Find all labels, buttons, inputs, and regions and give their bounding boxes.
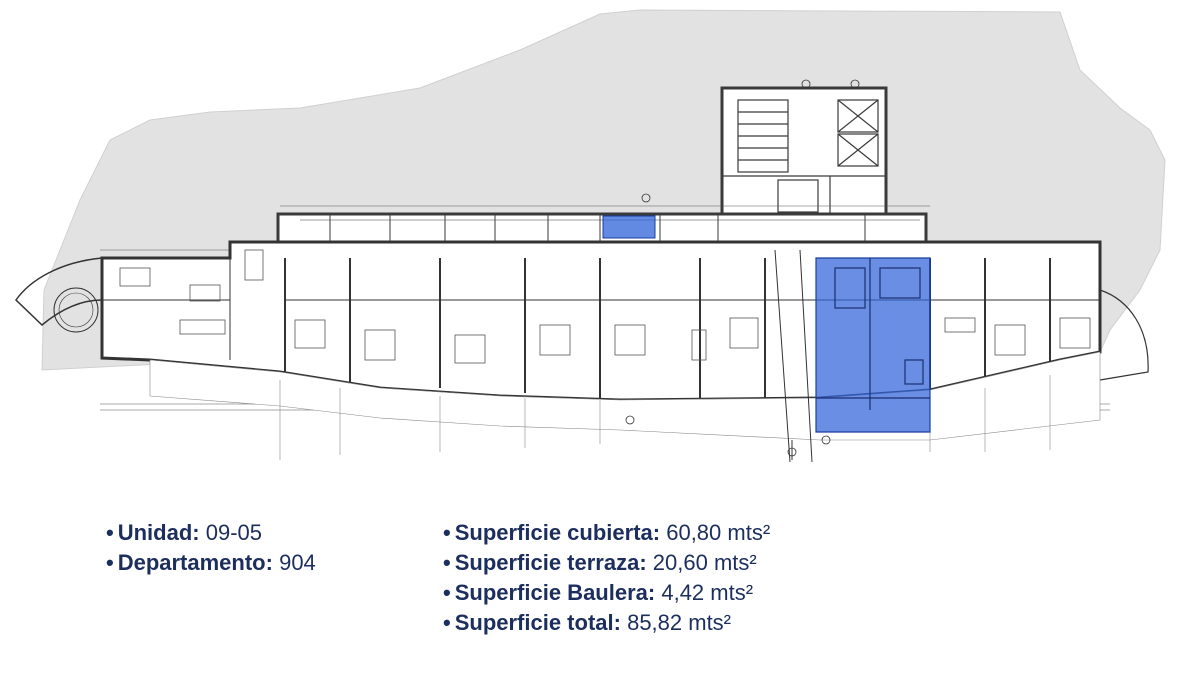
highlight-unit (815, 257, 931, 433)
corridor (276, 212, 928, 244)
round-terrace (15, 257, 103, 333)
terrace-surface-label: Superficie terraza: (454, 550, 647, 575)
storage-surface-label: Superficie Baulera: (454, 580, 656, 605)
covered-surface-label: Superficie cubierta: (454, 520, 661, 545)
highlight-unit-walls (816, 258, 930, 410)
unit-value: 09-05 (205, 520, 262, 545)
unit-label: Unidad: (117, 520, 200, 545)
department-value: 904 (279, 550, 316, 575)
gallery-ramp (774, 249, 813, 463)
total-surface-row: •Superficie total: 85,82 mts² (443, 610, 732, 635)
highlight-storage (602, 215, 656, 239)
storage-surface-value: 4,42 mts² (661, 580, 754, 605)
covered-surface-value: 60,80 mts² (666, 520, 771, 545)
total-surface-label: Superficie total: (454, 610, 621, 635)
vertical-core (720, 86, 888, 218)
unit-row: •Unidad: 09-05 (106, 520, 262, 545)
department-label: Departamento: (117, 550, 273, 575)
floor-plan (15, 9, 1166, 463)
terrace-surface-row: •Superficie terraza: 20,60 mts² (443, 550, 757, 575)
section-markers (625, 79, 860, 457)
total-surface-value: 85,82 mts² (627, 610, 732, 635)
surface-info: •Superficie cubierta: 60,80 mts² •Superf… (443, 518, 770, 638)
storage-surface-row: •Superficie Baulera: 4,42 mts² (443, 580, 754, 605)
terrace-surface-value: 20,60 mts² (652, 550, 757, 575)
covered-surface-row: •Superficie cubierta: 60,80 mts² (443, 520, 771, 545)
right-terrace (1099, 289, 1149, 381)
unit-info: •Unidad: 09-05 •Departamento: 904 (106, 518, 316, 578)
furniture (119, 249, 1091, 364)
department-row: •Departamento: 904 (106, 550, 316, 575)
